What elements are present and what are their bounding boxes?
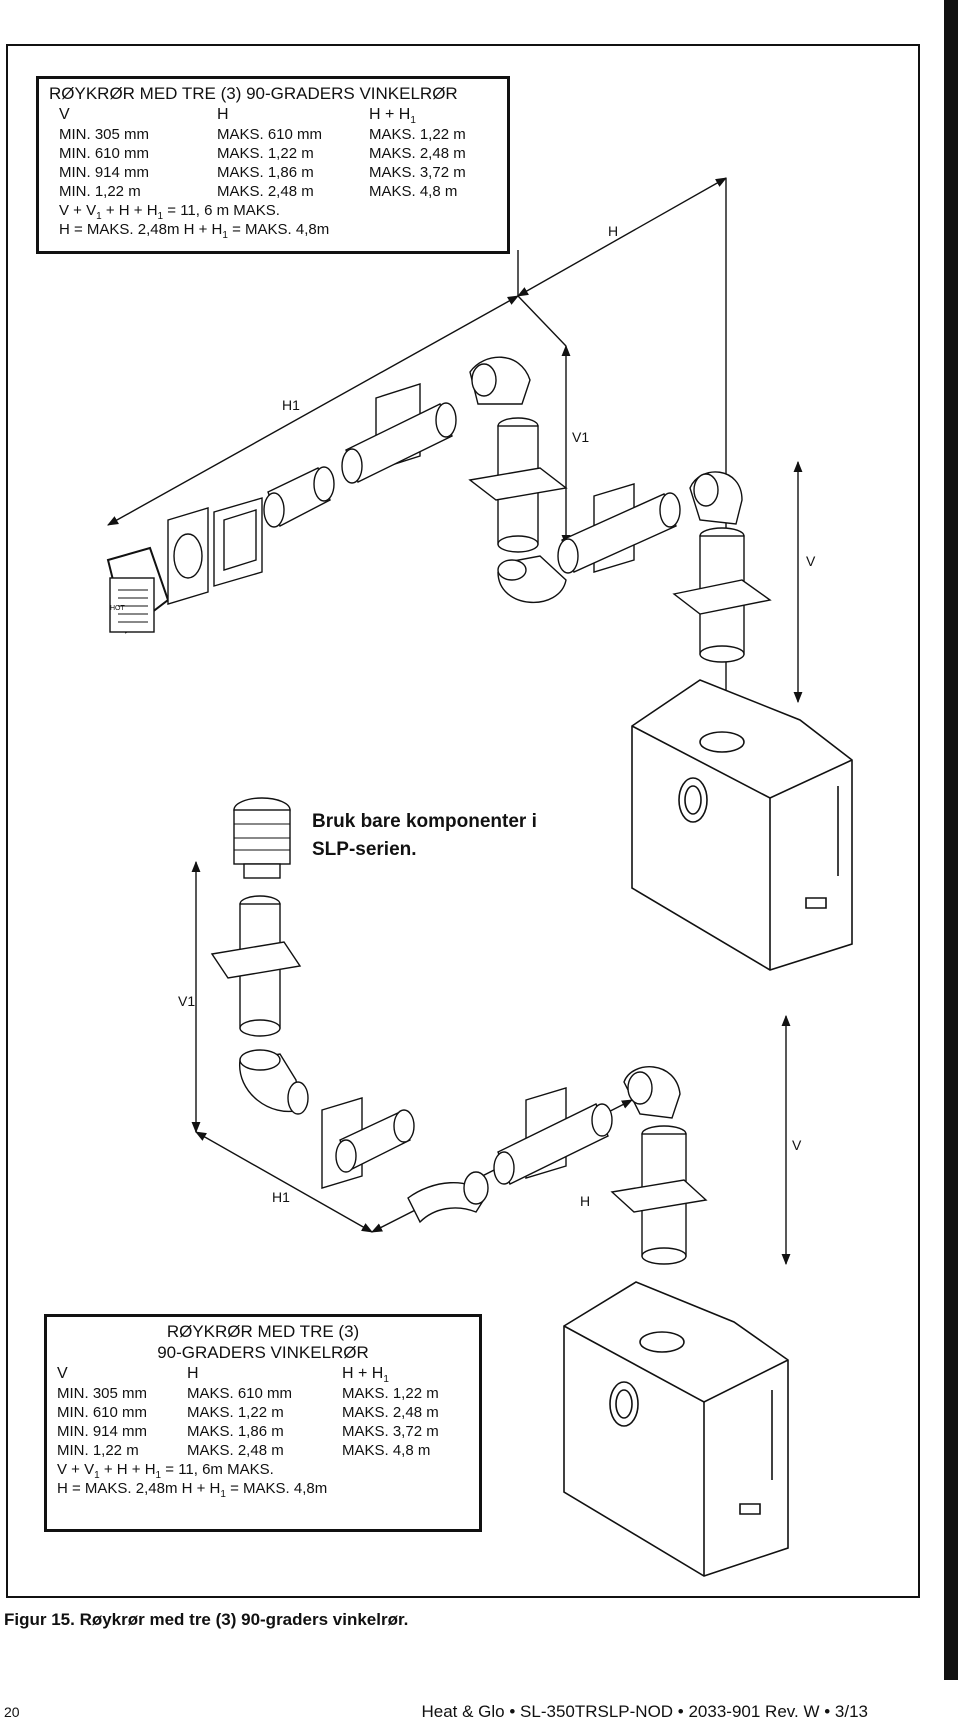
vertical-pipe-bottom-left — [210, 895, 302, 1037]
col-h-header: H — [187, 1365, 199, 1382]
venting-table-top: RØYKRØR MED TRE (3) 90-GRADERS VINKELRØR… — [36, 76, 510, 254]
vertical-pipe-top-mid — [468, 417, 568, 603]
label-h1-top: H1 — [282, 397, 300, 413]
col-hh-header: H + H1 — [342, 1365, 389, 1386]
page-edge-bar — [944, 0, 958, 1680]
label-h-bottom: H — [580, 1193, 590, 1209]
dim-h1-top — [107, 295, 519, 526]
table-title: RØYKRØR MED TRE (3) 90-GRADERS VINKELRØR — [49, 84, 458, 103]
table-header: V H H + H1 — [49, 104, 507, 127]
figure-frame — [6, 44, 920, 1598]
col-v-header: V — [59, 106, 70, 123]
table-max-line: H = MAKS. 2,48m H + H1 = MAKS. 4,8m — [59, 221, 330, 241]
label-h-top: H — [608, 223, 618, 239]
table-sum-line: V + V1 + H + H1 = 11, 6m MAKS. — [57, 1461, 274, 1481]
col-v-header: V — [57, 1365, 68, 1382]
label-v1-bottom: V1 — [178, 993, 195, 1009]
page-number: 20 — [4, 1704, 20, 1720]
dim-h-top — [517, 177, 727, 297]
label-v-top: V — [806, 553, 816, 569]
col-hh-header: H + H1 — [369, 106, 416, 127]
table-max-line: H = MAKS. 2,48m H + H1 = MAKS. 4,8m — [57, 1480, 328, 1500]
pipe-sections-bottom — [239, 1049, 708, 1265]
fireplace-unit-top — [631, 679, 853, 971]
dim-h1-bottom — [195, 1131, 373, 1233]
figure-caption: Figur 15. Røykrør med tre (3) 90-graders… — [4, 1610, 409, 1629]
fireplace-unit-bottom — [563, 1281, 789, 1577]
vent-cap-bottom — [233, 797, 291, 879]
label-v-bottom: V — [792, 1137, 802, 1153]
table-title-line2: 90-GRADERS VINKELRØR — [157, 1343, 369, 1362]
component-note: Bruk bare komponenter i SLP-serien. — [312, 811, 537, 860]
pipe-sections-top-right — [557, 471, 772, 663]
table-title-line1: RØYKRØR MED TRE (3) — [166, 1322, 360, 1341]
table-sum-line: V + V1 + H + H1 = 11, 6 m MAKS. — [59, 202, 280, 222]
table-header: V H H + H1 — [57, 1363, 479, 1386]
col-h-header: H — [217, 106, 229, 123]
label-h1-bottom: H1 — [272, 1189, 290, 1205]
wall-thimble-top — [167, 497, 263, 605]
label-vent-cap: HOT — [110, 605, 126, 612]
label-v1-top: V1 — [572, 429, 589, 445]
vent-cap-top — [106, 546, 170, 634]
venting-table-bottom: RØYKRØR MED TRE (3) 90-GRADERS VINKELRØR… — [44, 1314, 482, 1532]
pipe-sections-top — [263, 356, 531, 528]
page-footer: Heat & Glo • SL-350TRSLP-NOD • 2033-901 … — [421, 1702, 868, 1721]
